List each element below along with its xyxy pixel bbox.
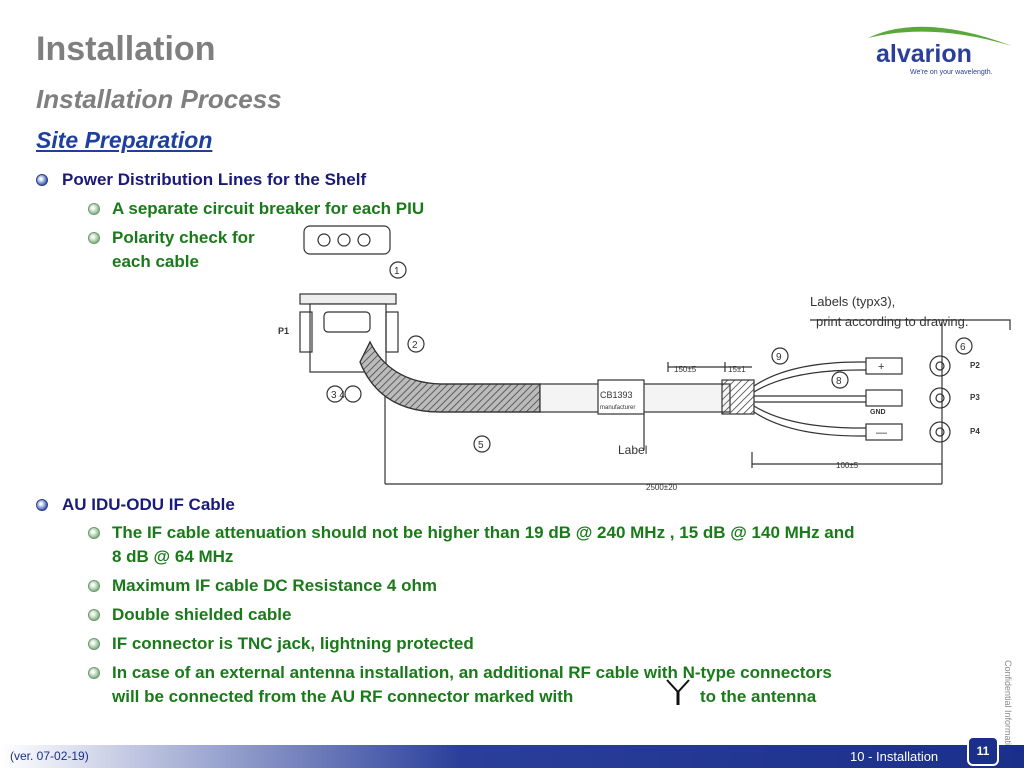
minus-sign: — xyxy=(876,427,887,439)
sub-bullet-icon xyxy=(88,232,100,244)
cable-tag-subtext: manufacturer xyxy=(600,405,635,411)
callout-1: 1 xyxy=(394,266,400,277)
labels-note-line1: Labels (typx3), xyxy=(810,294,895,309)
bullet-attenuation-line2: 8 dB @ 64 MHz xyxy=(112,547,234,566)
label-callout-text: Label xyxy=(618,443,647,457)
logo-tagline-text: We're on your wavelength. xyxy=(910,69,993,76)
labels-note-line2: print according to drawing. xyxy=(816,314,968,329)
sub-bullet-icon xyxy=(88,527,100,539)
p4-label: P4 xyxy=(970,427,980,436)
section-heading: Site Preparation xyxy=(36,127,213,153)
bullet-dc-resistance: Maximum IF cable DC Resistance 4 ohm xyxy=(112,576,437,595)
bullet-polarity-line1: Polarity check for xyxy=(112,228,255,247)
sub-bullet-icon xyxy=(88,580,100,592)
dimension-150: 150±5 xyxy=(674,365,697,374)
plus-sign: + xyxy=(878,361,884,373)
p2-label: P2 xyxy=(970,361,980,370)
dimension-15: 15±1 xyxy=(728,365,746,374)
chapter-label: 10 - Installation xyxy=(850,749,939,764)
bullet-tnc-jack: IF connector is TNC jack, lightning prot… xyxy=(112,634,474,653)
bullet-attenuation-line1: The IF cable attenuation should not be h… xyxy=(112,523,855,542)
callout-5: 5 xyxy=(478,440,484,451)
version-label: (ver. 07-02-19) xyxy=(10,749,89,763)
dimension-100: 100±5 xyxy=(836,461,859,470)
bullet-double-shielded: Double shielded cable xyxy=(112,605,292,624)
bullet-circuit-breaker: A separate circuit breaker for each PIU xyxy=(112,199,425,218)
cable-tag-text: CB1393 xyxy=(600,390,633,400)
alvarion-logo: alvarion We're on your wavelength. xyxy=(868,26,1012,76)
logo-brand-text: alvarion xyxy=(876,40,972,68)
sub-bullet-icon xyxy=(88,609,100,621)
bullet-if-cable: AU IDU-ODU IF Cable xyxy=(62,495,235,514)
bullet-polarity-line2: each cable xyxy=(112,252,199,271)
callout-9: 9 xyxy=(776,352,782,363)
bullet-power-distribution: Power Distribution Lines for the Shelf xyxy=(62,170,367,189)
bullet-external-antenna-line1: In case of an external antenna installat… xyxy=(112,663,832,682)
sub-bullet-icon xyxy=(88,638,100,650)
page-subtitle: Installation Process xyxy=(36,84,282,114)
page-number: 11 xyxy=(967,736,999,766)
antenna-icon xyxy=(666,679,690,705)
callout-2: 2 xyxy=(412,340,418,351)
footer-bar xyxy=(0,745,1024,768)
p3-label: P3 xyxy=(970,393,980,402)
bullet-external-antenna-line3: to the antenna xyxy=(700,687,817,706)
power-cable-drawing: Labels (typx3), print according to drawi… xyxy=(278,225,1011,492)
confidential-notice: Confidential Information xyxy=(1003,660,1013,756)
bullet-icon xyxy=(36,499,48,511)
p1-label: P1 xyxy=(278,326,289,336)
dimension-2500: 2500±20 xyxy=(646,483,678,492)
gnd-label: GND xyxy=(870,409,886,416)
callout-3-4: 3 4 xyxy=(331,390,345,401)
bullet-external-antenna-line2: will be connected from the AU RF connect… xyxy=(112,687,574,706)
bullet-icon xyxy=(36,174,48,186)
callout-6: 6 xyxy=(960,342,966,353)
callout-8: 8 xyxy=(836,376,842,387)
sub-bullet-icon xyxy=(88,203,100,215)
sub-bullet-icon xyxy=(88,667,100,679)
page-title: Installation xyxy=(36,30,216,68)
